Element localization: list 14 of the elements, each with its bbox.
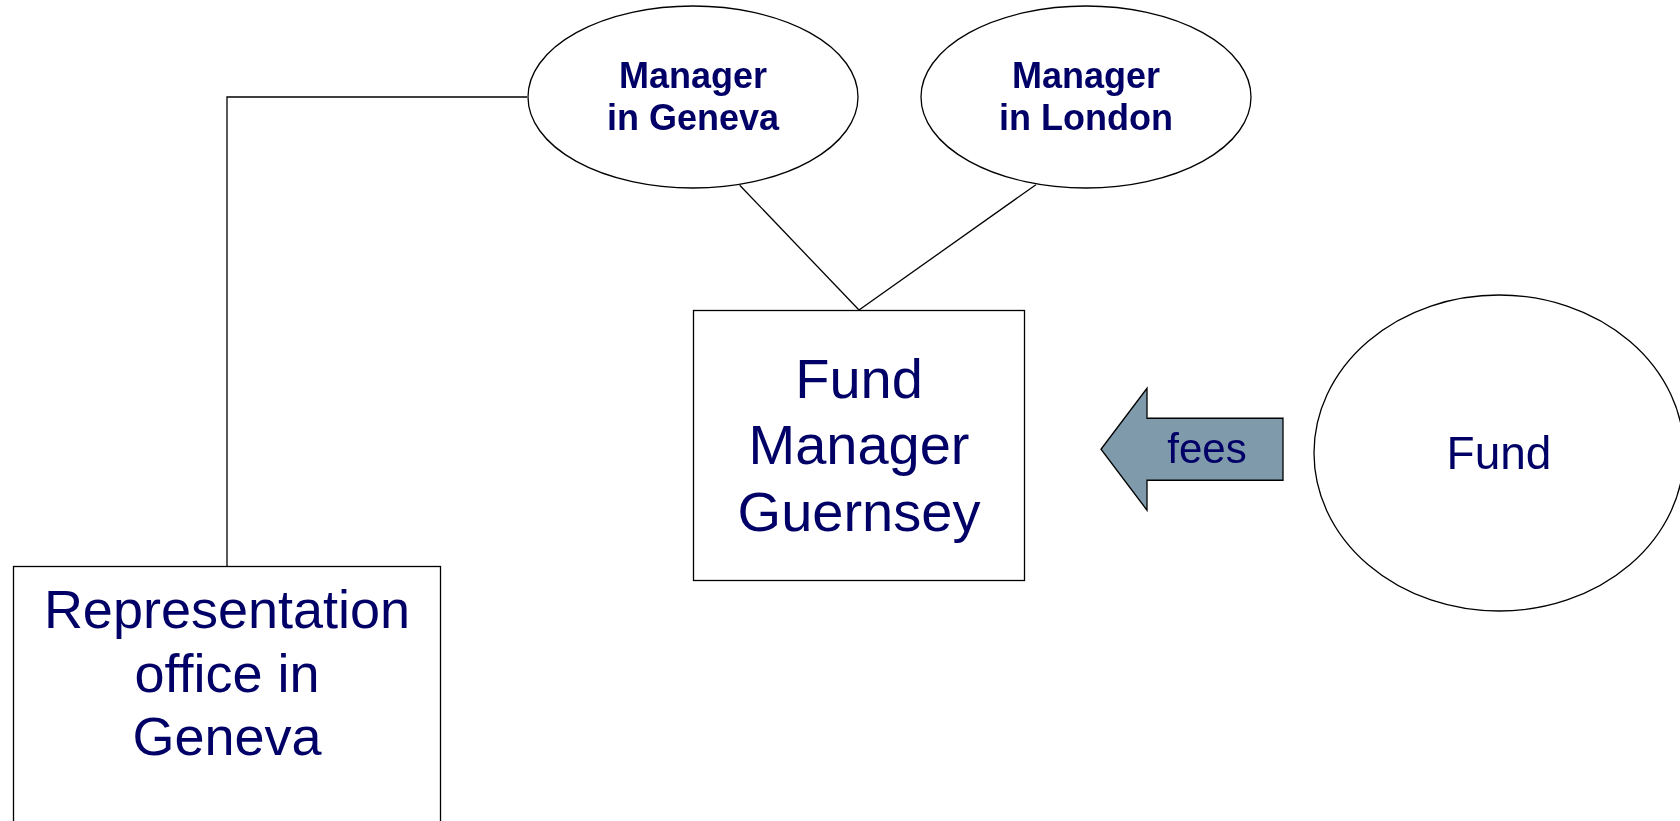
connector-line	[858, 184, 1037, 311]
node-label: Fund	[1445, 425, 1553, 481]
edge-label: fees	[1167, 425, 1247, 474]
node-label: Fund Manager Guernsey	[736, 346, 982, 545]
process-box	[12, 565, 442, 821]
ellipse-node	[527, 5, 859, 189]
ellipse-node	[920, 5, 1252, 189]
connector-line	[226, 96, 528, 567]
connector-line	[739, 184, 860, 311]
node-label: Manager in London	[998, 54, 1174, 140]
block-arrow	[1100, 386, 1284, 513]
process-box	[692, 309, 1026, 582]
node-label: Manager in Geneva	[605, 54, 781, 140]
node-label: Representation office in Geneva	[42, 578, 412, 769]
